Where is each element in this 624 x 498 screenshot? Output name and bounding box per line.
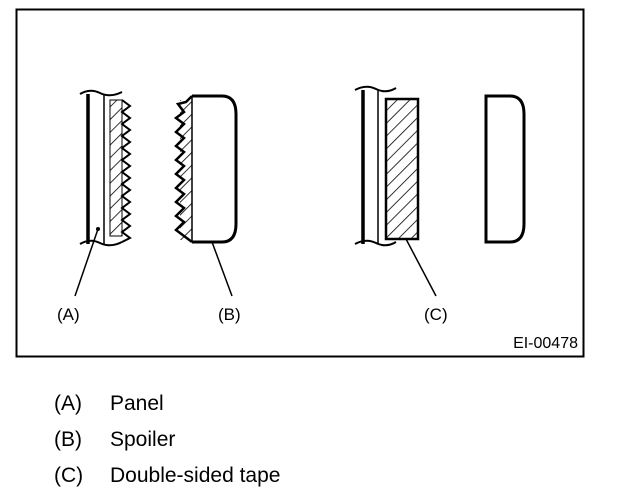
callout-a: (A)	[57, 305, 80, 324]
legend-item-double-sided-tape: (C) Double-sided tape	[54, 462, 280, 498]
legend: (A) Panel (B) Spoiler (C) Double-sided tape	[54, 390, 280, 498]
legend-code: (B)	[54, 428, 82, 451]
spoiler-attachment-diagram: (A) (B) (C) EI-00478	[15, 8, 585, 358]
panel-c-side	[354, 85, 397, 247]
figure-code: EI-00478	[513, 335, 578, 352]
figure-frame	[15, 8, 585, 358]
panel-a	[79, 89, 123, 247]
leader-line-c	[405, 238, 437, 297]
legend-label: Double-sided tape	[110, 464, 281, 487]
leader-line-b	[211, 241, 233, 297]
spoiler-plain	[484, 94, 526, 244]
legend-code: (A)	[54, 392, 82, 415]
callout-c: (C)	[424, 305, 448, 324]
callout-b: (B)	[218, 305, 241, 324]
panel-textured-layer	[109, 99, 132, 243]
legend-item-spoiler: (B) Spoiler	[54, 426, 280, 462]
legend-label: Spoiler	[110, 428, 176, 451]
legend-item-panel: (A) Panel	[54, 390, 280, 426]
spoiler-b	[173, 94, 238, 244]
legend-label: Panel	[110, 392, 164, 415]
legend-code: (C)	[54, 464, 84, 487]
leader-line-a	[74, 228, 99, 297]
double-sided-tape	[384, 97, 420, 241]
